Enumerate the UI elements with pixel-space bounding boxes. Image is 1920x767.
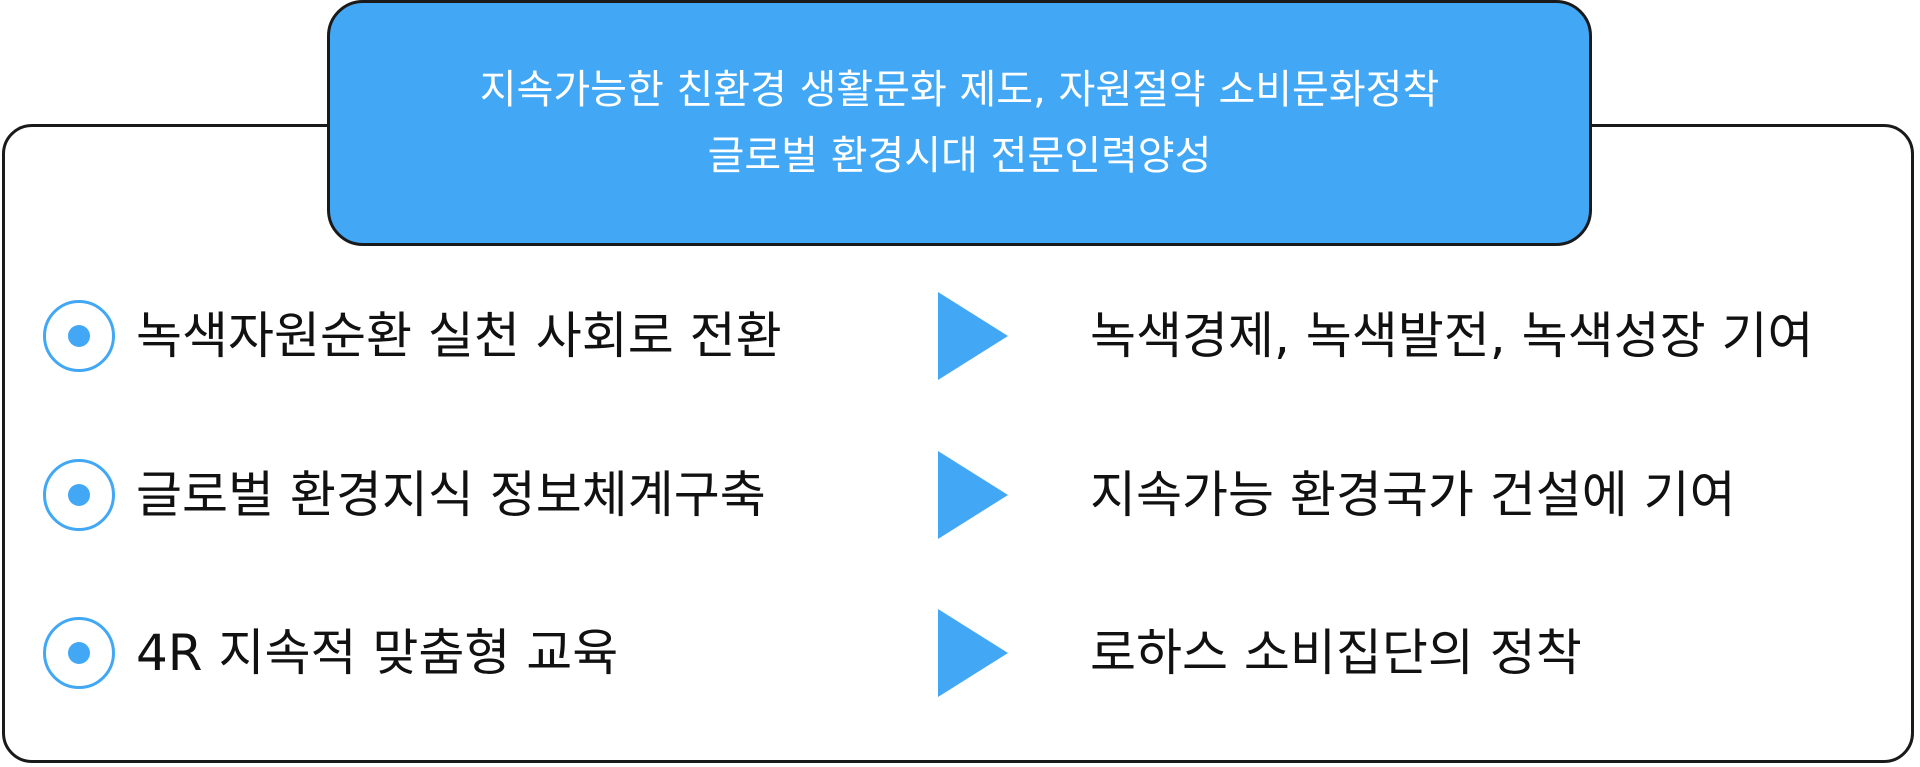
row-3: 4R 지속적 맞춤형 교육 로하스 소비집단의 정착 [0,605,1920,701]
row-1-right-text: 녹색경제, 녹색발전, 녹색성장 기여 [1090,307,1814,365]
header-line-2: 글로벌 환경시대 전문인력양성 [707,133,1212,179]
row-2: 글로벌 환경지식 정보체계구축 지속가능 환경국가 건설에 기여 [0,447,1920,543]
radio-dot-icon [43,617,115,689]
header-box: 지속가능한 친환경 생활문화 제도, 자원절약 소비문화정착 글로벌 환경시대 … [327,0,1592,246]
row-3-left-text: 4R 지속적 맞춤형 교육 [136,624,619,682]
row-1: 녹색자원순환 실천 사회로 전환 녹색경제, 녹색발전, 녹색성장 기여 [0,288,1920,384]
triangle-right-icon [938,292,1008,380]
row-2-right-text: 지속가능 환경국가 건설에 기여 [1090,466,1736,524]
triangle-right-icon [938,609,1008,697]
row-2-left-text: 글로벌 환경지식 정보체계구축 [136,466,766,524]
row-1-left-text: 녹색자원순환 실천 사회로 전환 [136,307,782,365]
row-3-right-text: 로하스 소비집단의 정착 [1090,624,1582,682]
radio-dot-icon [43,459,115,531]
header-line-1: 지속가능한 친환경 생활문화 제도, 자원절약 소비문화정착 [479,67,1440,113]
radio-dot-icon [43,300,115,372]
triangle-right-icon [938,451,1008,539]
